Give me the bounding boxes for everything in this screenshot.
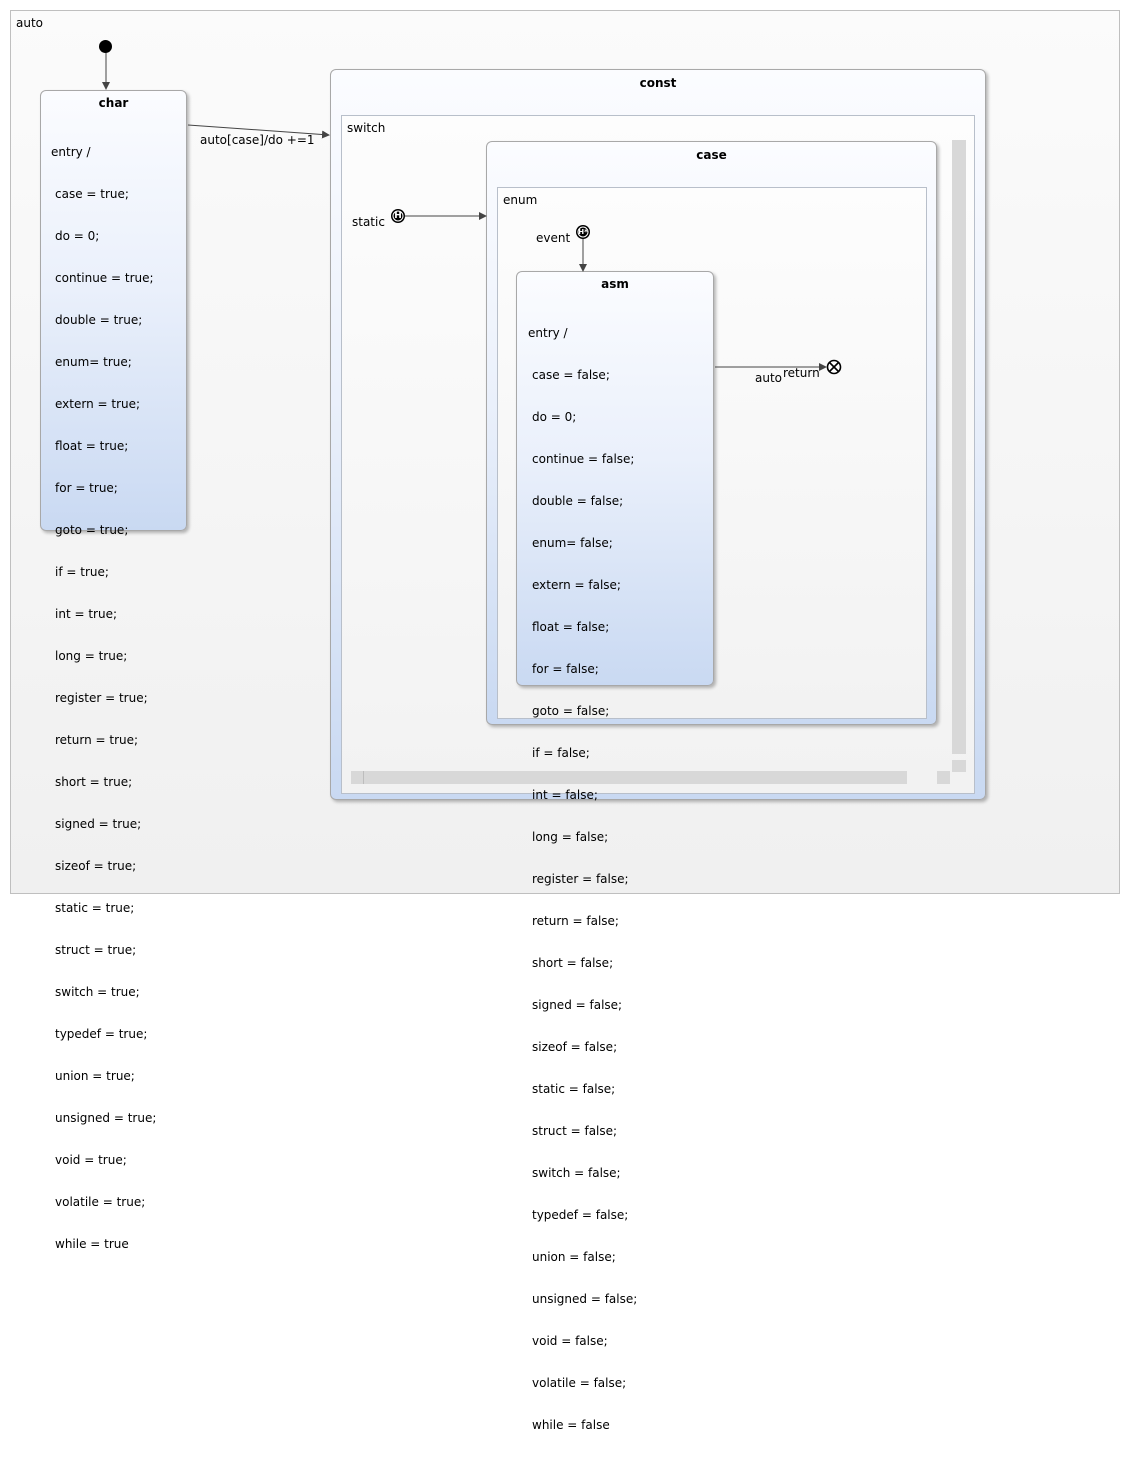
action-line: struct = false; — [532, 1124, 618, 1138]
action-line: register = false; — [532, 872, 629, 886]
state-asm-entry-header: entry / — [528, 326, 568, 340]
exit-point-pseudostate[interactable] — [826, 359, 842, 375]
state-char-entry-header: entry / — [51, 145, 91, 159]
action-line: signed = false; — [532, 998, 623, 1012]
action-line: static = false; — [532, 1082, 616, 1096]
initial-state[interactable] — [99, 40, 112, 53]
action-line: float = true; — [55, 439, 129, 453]
action-line: volatile = true; — [55, 1195, 146, 1209]
exit-point-label: return — [783, 366, 820, 380]
action-line: sizeof = false; — [532, 1040, 618, 1054]
state-case-title: case — [696, 148, 727, 162]
action-line: for = false; — [532, 662, 599, 676]
action-line: extern = false; — [532, 578, 621, 592]
action-line: continue = true; — [55, 271, 154, 285]
action-line: void = false; — [532, 1334, 608, 1348]
action-line: signed = true; — [55, 817, 142, 831]
action-line: long = true; — [55, 649, 128, 663]
action-line: if = true; — [55, 565, 109, 579]
state-char[interactable]: char entry / case = true; do = 0; contin… — [40, 90, 187, 1251]
transition-char-to-const[interactable] — [187, 124, 330, 139]
action-line: enum= true; — [55, 355, 132, 369]
transition-overlay — [102, 53, 842, 375]
region-enum-label: enum — [503, 193, 538, 207]
action-line: if = false; — [532, 746, 590, 760]
action-line: register = true; — [55, 691, 148, 705]
horizontal-scrollbar-thumb-edge — [363, 771, 364, 784]
action-line: int = false; — [532, 788, 598, 802]
action-line: union = true; — [55, 1069, 135, 1083]
action-line: double = true; — [55, 313, 143, 327]
state-const-title: const — [639, 76, 677, 90]
scrollbar-corner — [937, 771, 950, 784]
action-line: switch = false; — [532, 1166, 621, 1180]
transition-char-to-const-label: auto[case]/do +=1 — [200, 133, 315, 147]
state-asm-title: asm — [601, 277, 629, 291]
region-switch-label: switch — [347, 121, 386, 135]
shallow-history-symbol: H — [394, 211, 402, 221]
action-line: short = true; — [55, 775, 133, 789]
action-line: do = 0; — [532, 410, 577, 424]
action-line: enum= false; — [532, 536, 613, 550]
action-line: goto = false; — [532, 704, 610, 718]
action-line: void = true; — [55, 1153, 127, 1167]
deep-history-pseudostate[interactable] — [576, 225, 590, 239]
action-line: short = false; — [532, 956, 614, 970]
vertical-scrollbar-arrow[interactable] — [952, 760, 966, 772]
action-line: volatile = false; — [532, 1376, 627, 1390]
deep-history-label: event — [536, 231, 571, 245]
action-line: long = false; — [532, 830, 609, 844]
action-line: int = true; — [55, 607, 117, 621]
vertical-scrollbar[interactable] — [952, 140, 966, 754]
action-line: return = true; — [55, 733, 139, 747]
action-line: while = false — [532, 1418, 610, 1432]
action-line: case = false; — [532, 368, 610, 382]
action-line: do = 0; — [55, 229, 100, 243]
action-line: for = true; — [55, 481, 118, 495]
action-line: typedef = false; — [532, 1208, 629, 1222]
action-line: continue = false; — [532, 452, 635, 466]
action-line: extern = true; — [55, 397, 141, 411]
action-line: goto = true; — [55, 523, 129, 537]
action-line: while = true — [55, 1237, 129, 1251]
action-line: unsigned = true; — [55, 1111, 157, 1125]
action-line: return = false; — [532, 914, 619, 928]
transition-asm-to-exit-label: auto — [755, 371, 783, 385]
action-line: union = false; — [532, 1250, 616, 1264]
shallow-history-label: static — [352, 215, 385, 229]
action-line: unsigned = false; — [532, 1292, 638, 1306]
action-line: typedef = true; — [55, 1027, 148, 1041]
deep-history-symbol: H* — [578, 228, 588, 236]
action-line: case = true; — [55, 187, 129, 201]
action-line: double = false; — [532, 494, 624, 508]
action-line: struct = true; — [55, 943, 137, 957]
shallow-history-pseudostate[interactable] — [391, 209, 405, 223]
action-line: switch = true; — [55, 985, 140, 999]
horizontal-scrollbar[interactable] — [351, 771, 907, 784]
action-line: sizeof = true; — [55, 859, 137, 873]
action-line: float = false; — [532, 620, 610, 634]
region-auto-label: auto — [16, 16, 44, 30]
state-char-title: char — [98, 96, 129, 110]
